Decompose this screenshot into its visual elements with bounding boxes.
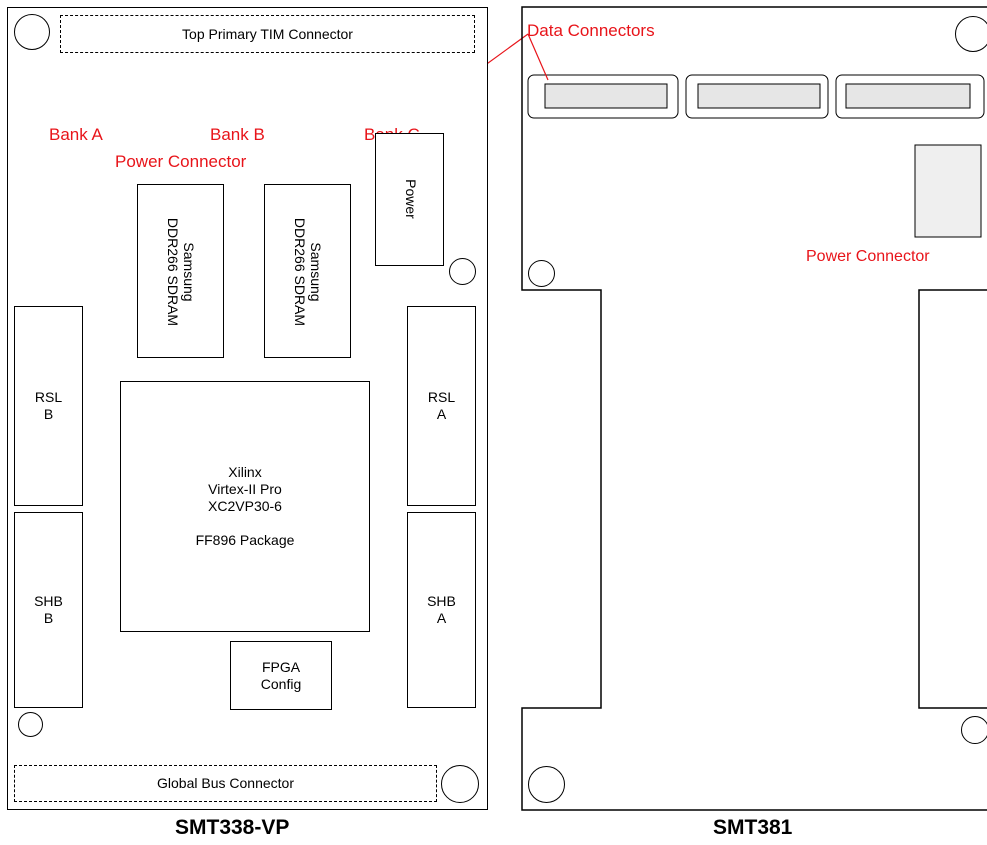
right-mounting-hole-top <box>955 16 987 52</box>
data-connectors-label: Data Connectors <box>527 21 655 40</box>
right-connector-2-graphic <box>685 74 829 119</box>
global-bus-connector: Global Bus Connector <box>14 765 437 802</box>
mounting-hole-mid-right <box>449 258 476 285</box>
right-power-connector-graphic <box>914 144 982 238</box>
bank-a-label: Bank A <box>49 125 103 144</box>
mounting-hole-top-left <box>14 14 50 50</box>
smt338-caption: SMT338-VP <box>175 816 290 839</box>
mounting-hole-bottom-right <box>441 765 479 803</box>
right-power-connector-label: Power Connector <box>806 248 930 265</box>
right-connector-3-graphic <box>835 74 985 119</box>
fpga-config-label: FPGA Config <box>260 658 302 692</box>
mounting-hole-bottom-left <box>18 712 43 737</box>
rsl-a-connector: RSL A <box>407 306 476 506</box>
right-mounting-hole-mid-left <box>528 260 555 287</box>
top-primary-tim-connector: Top Primary TIM Connector <box>60 15 475 53</box>
rsl-a-label: RSL A <box>427 389 456 422</box>
sdram-chip-1 <box>137 184 224 358</box>
shb-b-label: SHB B <box>34 593 63 626</box>
top-connector-label: Top Primary TIM Connector <box>182 25 353 42</box>
bank-b-label: Bank B <box>210 125 265 144</box>
shb-a-label: SHB A <box>427 593 456 626</box>
smt381-caption: SMT381 <box>713 816 793 839</box>
sdram-chip-2 <box>264 184 351 358</box>
right-mounting-hole-lower-right <box>961 716 987 744</box>
rsl-b-connector: RSL B <box>14 306 83 506</box>
left-power-connector-label: Power Connector <box>115 152 247 171</box>
rsl-b-label: RSL B <box>34 389 63 422</box>
power-regulator <box>375 133 444 266</box>
shb-a-connector: SHB A <box>407 512 476 708</box>
fpga-chip: Xilinx Virtex-II Pro XC2VP30-6 FF896 Pac… <box>120 381 370 632</box>
right-connector-1-graphic <box>527 74 679 119</box>
right-mounting-hole-bottom-left <box>528 766 565 803</box>
fpga-label: Xilinx Virtex-II Pro XC2VP30-6 FF896 Pac… <box>195 464 295 548</box>
shb-b-connector: SHB B <box>14 512 83 708</box>
fpga-config-chip: FPGA Config <box>230 641 332 710</box>
global-bus-label: Global Bus Connector <box>157 775 294 791</box>
